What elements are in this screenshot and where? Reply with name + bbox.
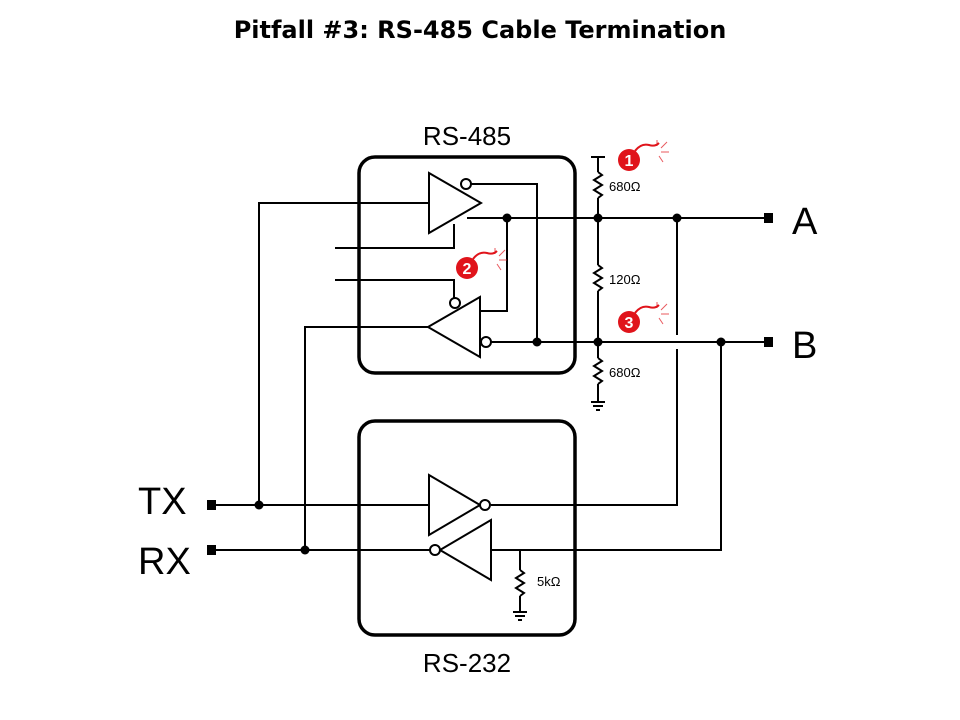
wire-tx-to-driver [258, 202, 429, 505]
resistor-termination-label: 120Ω [609, 272, 641, 287]
pitfall-3-number: 3 [625, 315, 634, 332]
ground-symbol-rs232 [513, 611, 527, 621]
junction [300, 545, 310, 555]
pitfall-3: 3 [618, 302, 669, 333]
terminal-rx-label: RX [138, 541, 191, 583]
resistor-pulldown [592, 357, 604, 385]
resistor-pullup-label: 680Ω [609, 179, 641, 194]
driver-inverting-bubble [460, 178, 472, 190]
pitfall-2: 2 [456, 248, 507, 279]
wire-a-to-receiver [480, 218, 508, 312]
junction [716, 337, 726, 347]
resistor-rs232-label: 5kΩ [537, 574, 561, 589]
rs485-label: RS-485 [423, 121, 511, 151]
resistor-rs232 [514, 569, 526, 597]
wire-driver-inverted [471, 183, 538, 342]
ground-symbol [591, 401, 605, 411]
rs232-receiver [438, 518, 492, 582]
page-title: Pitfall #3: RS-485 Cable Termination [233, 16, 727, 44]
resistor-pullup [592, 171, 604, 199]
junctions [254, 213, 726, 555]
wire-driver-enable [335, 224, 455, 249]
bomb-icon [618, 302, 669, 333]
terminal-rx-pin [207, 545, 216, 555]
wire-b-to-rs232 [491, 342, 722, 551]
bomb-icon [456, 248, 507, 279]
junction [254, 500, 264, 510]
terminal-tx-pin [207, 500, 216, 510]
junction [593, 337, 603, 347]
junction [532, 337, 542, 347]
rs232-driver-bubble [479, 499, 491, 511]
resistor-termination [592, 264, 604, 292]
terminal-b-label: B [792, 325, 817, 367]
terminal-b-pin [764, 337, 773, 347]
terminal-a-pin [764, 213, 773, 223]
rs232-label: RS-232 [423, 648, 511, 678]
pitfall-1: 1 [618, 140, 669, 171]
rs232-driver [428, 473, 482, 537]
wire-receiver-to-rx [304, 326, 428, 550]
wire-receiver-enable [335, 279, 455, 298]
rs485-receiver [425, 295, 481, 359]
junction [502, 213, 512, 223]
terminal-a-label: A [792, 201, 818, 243]
pitfall-2-number: 2 [463, 261, 472, 278]
rs485-block [357, 155, 577, 375]
bomb-icon [618, 140, 669, 171]
junction [593, 213, 603, 223]
rs232-block [357, 419, 577, 637]
receiver-inverting-bubble [480, 336, 492, 348]
receiver-enable-bubble [449, 297, 461, 309]
wire-a-to-rs232-lower [491, 349, 678, 506]
rs232-receiver-bubble [429, 544, 441, 556]
junction [672, 213, 682, 223]
resistor-pulldown-label: 680Ω [609, 365, 641, 380]
terminal-tx-label: TX [138, 481, 187, 523]
pitfall-1-number: 1 [625, 153, 634, 170]
